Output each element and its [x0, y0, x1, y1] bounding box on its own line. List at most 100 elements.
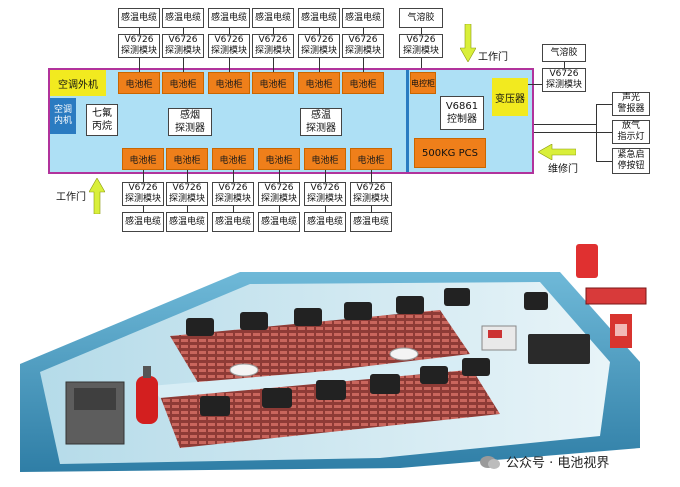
aerosol-top-module: V6726 探测模块 — [399, 34, 443, 58]
detector-module — [344, 302, 372, 320]
top-detector-module: V6726 探测模块 — [162, 34, 204, 58]
aerosol-right-connector — [564, 62, 565, 68]
bottom-heat-cable: 感温电缆 — [350, 212, 392, 232]
top-battery-cabinet: 电池柜 — [298, 72, 340, 94]
bottom-cable-connector — [233, 206, 234, 212]
work-door-top-arrow — [459, 23, 477, 66]
extinguisher-valve — [143, 366, 151, 378]
detector-module — [262, 388, 292, 408]
top-heat-cable: 感温电缆 — [208, 8, 250, 28]
detector-module — [200, 396, 230, 416]
top-detector-module: V6726 探测模块 — [208, 34, 250, 58]
top-cable-connector — [363, 28, 364, 34]
detector-module — [462, 358, 490, 376]
bottom-detector-module: V6726 探测模块 — [304, 182, 346, 206]
aerosol-right-module: V6726 探测模块 — [542, 68, 586, 92]
bottom-cable-connector — [325, 206, 326, 212]
pcs-box: 500KG PCS — [414, 138, 486, 168]
bottom-heat-cable: 感温电缆 — [304, 212, 346, 232]
aerosol-top-connector-2 — [421, 58, 422, 72]
container-partition — [406, 70, 409, 172]
top-module-connector — [183, 58, 184, 72]
bottom-cable-connector — [279, 206, 280, 212]
top-cable-connector — [139, 28, 140, 34]
right-link-alarm — [596, 104, 612, 105]
bottom-battery-cabinet: 电池柜 — [258, 148, 300, 170]
transformer-label: 变压器 — [495, 93, 525, 105]
aerosol-top-connector — [421, 28, 422, 34]
discharge-lamp-3d — [585, 287, 647, 305]
right-link-lamp — [534, 132, 612, 133]
container-aisle — [150, 358, 490, 398]
smoke-detector-device — [389, 347, 419, 361]
sound-light-alarm-box: 声光 警报器 — [612, 92, 650, 116]
heptafluoropropane-box: 七氟 丙烷 — [86, 104, 118, 136]
top-heat-cable: 感温电缆 — [118, 8, 160, 28]
transformer-box: 变压器 — [492, 78, 528, 116]
bottom-battery-cabinet: 电池柜 — [212, 148, 254, 170]
bottom-detector-module: V6726 探测模块 — [350, 182, 392, 206]
detector-module — [240, 312, 268, 330]
container-3d-illustration — [20, 244, 647, 472]
heat-detector-box: 感温 探测器 — [300, 108, 342, 136]
watermark: 公众号 · 电池视界 — [480, 452, 609, 471]
bottom-detector-module: V6726 探测模块 — [212, 182, 254, 206]
bottom-battery-cabinet: 电池柜 — [166, 148, 208, 170]
watermark-text: 公众号 · 电池视界 — [506, 456, 610, 471]
detector-module — [420, 366, 448, 384]
top-cable-connector — [183, 28, 184, 34]
work-door-left-arrow — [88, 177, 106, 218]
bottom-cable-connector — [371, 206, 372, 212]
bottom-cable-connector — [143, 206, 144, 212]
right-bus-line — [596, 104, 597, 162]
top-battery-cabinet: 电池柜 — [162, 72, 204, 94]
smoke-detector-box: 感烟 探测器 — [168, 108, 212, 136]
aerosol-right-link — [528, 84, 542, 85]
bottom-detector-module: V6726 探测模块 — [166, 182, 208, 206]
bottom-detector-module: V6726 探测模块 — [122, 182, 164, 206]
right-link-stop — [596, 161, 612, 162]
bottom-detector-module: V6726 探测模块 — [258, 182, 300, 206]
pcs-label: 500KG PCS — [422, 147, 478, 159]
top-battery-cabinet: 电池柜 — [342, 72, 384, 94]
bottom-module-connector — [143, 170, 144, 182]
top-cable-connector — [229, 28, 230, 34]
work-door-left-label: 工作门 — [56, 192, 86, 203]
bottom-battery-cabinet: 电池柜 — [350, 148, 392, 170]
top-module-connector — [319, 58, 320, 72]
detector-module — [316, 380, 346, 400]
alarm-device-3d — [576, 244, 598, 278]
control-cabinet-label: 电控柜 — [411, 78, 435, 88]
up-arrow-icon — [88, 177, 106, 215]
bottom-battery-cabinet: 电池柜 — [304, 148, 346, 170]
smoke-detector-device — [229, 363, 259, 377]
battery-rack-lower — [160, 366, 500, 448]
top-module-connector — [363, 58, 364, 72]
bottom-heat-cable: 感温电缆 — [212, 212, 254, 232]
maintenance-door-arrow — [537, 143, 577, 164]
ac-outdoor-label: 空调外机 — [58, 79, 98, 91]
top-detector-module: V6726 探测模块 — [118, 34, 160, 58]
top-battery-cabinet: 电池柜 — [252, 72, 294, 94]
top-module-connector — [139, 58, 140, 72]
ac-indoor-label: 空调 内机 — [53, 105, 72, 126]
bottom-heat-cable: 感温电缆 — [122, 212, 164, 232]
bottom-module-connector — [279, 170, 280, 182]
top-cable-connector — [273, 28, 274, 34]
down-arrow-icon — [459, 23, 477, 63]
top-heat-cable: 感温电缆 — [298, 8, 340, 28]
detector-module — [396, 296, 424, 314]
ac-outdoor-unit: 空调外机 — [50, 70, 106, 96]
top-heat-cable: 感温电缆 — [162, 8, 204, 28]
bottom-module-connector — [325, 170, 326, 182]
bottom-module-connector — [187, 170, 188, 182]
detector-module — [444, 288, 470, 306]
bottom-cable-connector — [187, 206, 188, 212]
top-cable-connector — [319, 28, 320, 34]
ac-indoor-unit: 空调 内机 — [50, 98, 76, 134]
bottom-module-connector — [233, 170, 234, 182]
wechat-icon — [480, 455, 500, 469]
left-arrow-icon — [537, 143, 577, 161]
detector-module — [186, 318, 214, 336]
top-module-connector — [273, 58, 274, 72]
